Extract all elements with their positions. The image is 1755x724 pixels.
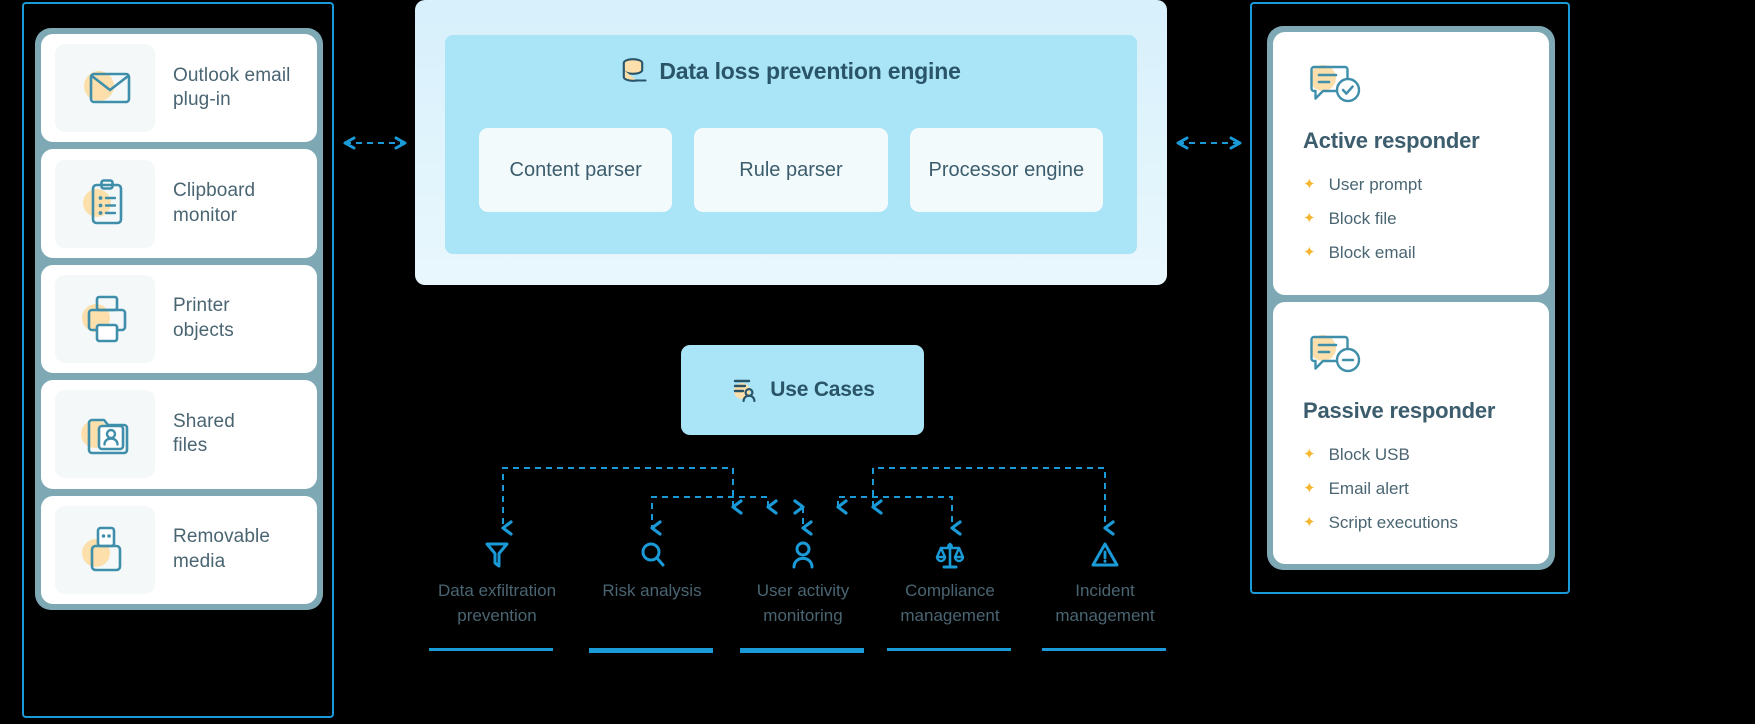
envelope-icon xyxy=(55,44,155,133)
bullet-label: Script executions xyxy=(1328,512,1459,532)
warning-triangle-icon xyxy=(1091,540,1119,570)
responders-list: Active responder ✦ User prompt ✦ Block fil… xyxy=(1267,26,1555,570)
use-case-data-exfiltration-prevention[interactable]: Data exfiltration prevention xyxy=(422,540,572,628)
data-sources-list: Outlook email plug-in Clipboard monitor xyxy=(35,28,323,610)
list-item[interactable]: Clipboard monitor xyxy=(41,149,317,258)
use-case-underline xyxy=(740,648,864,653)
use-case-label: Risk analysis xyxy=(602,581,702,600)
use-cases-label: Use Cases xyxy=(770,378,875,401)
magnifier-icon xyxy=(639,540,665,570)
use-case-connectors xyxy=(501,467,1115,536)
use-case-compliance-management[interactable]: Compliance management xyxy=(875,540,1025,628)
printer-icon xyxy=(55,275,155,364)
list-item-label: Removable media xyxy=(173,526,271,572)
use-case-label: Compliance management xyxy=(900,581,1000,625)
shared-folder-icon xyxy=(55,390,155,479)
list-item[interactable]: Printer objects xyxy=(41,264,317,374)
use-case-risk-analysis[interactable]: Risk analysis xyxy=(577,540,727,604)
use-case-user-activity-monitoring[interactable]: User activity monitoring xyxy=(728,540,878,628)
list-item-label: Shared files xyxy=(173,410,235,457)
star-bullet-icon: ✦ xyxy=(1303,445,1316,463)
use-case-incident-management[interactable]: Incident management xyxy=(1030,540,1180,628)
use-case-underline xyxy=(429,648,553,651)
use-case-label: Data exfiltration prevention xyxy=(437,581,557,625)
use-case-underline xyxy=(1042,648,1166,651)
parser-card-rule[interactable]: Rule parser xyxy=(694,128,888,212)
bullet-label: Email alert xyxy=(1328,478,1409,498)
list-item[interactable]: Shared files xyxy=(41,380,317,489)
scales-icon xyxy=(935,540,965,570)
star-bullet-icon: ✦ xyxy=(1303,479,1316,497)
page-title: Data loss prevention engine xyxy=(659,57,961,84)
parser-card-row: Content parser Rule parser Processor eng… xyxy=(479,128,1103,212)
list-item: ✦ User prompt xyxy=(1303,168,1519,202)
responder-title: Active responder xyxy=(1303,128,1480,153)
list-item: ✦ Email alert xyxy=(1303,472,1519,506)
bullet-label: Block file xyxy=(1328,209,1397,228)
user-icon xyxy=(790,540,816,570)
dlp-engine-panel: Data loss prevention engine Content pars… xyxy=(415,0,1167,285)
responder-title: Passive responder xyxy=(1303,397,1496,423)
star-bullet-icon: ✦ xyxy=(1303,210,1316,227)
list-item[interactable]: Removable media xyxy=(41,495,317,605)
parser-card-processor[interactable]: Processor engine xyxy=(909,128,1103,212)
responder-bullets: ✦ User prompt ✦ Block file ✦ Block email xyxy=(1303,168,1519,270)
list-item-label: Printer objects xyxy=(173,295,234,342)
list-item[interactable]: Outlook email plug-in xyxy=(41,34,317,143)
filter-icon xyxy=(484,540,510,570)
dlp-engine-inner: Data loss prevention engine Content pars… xyxy=(445,35,1137,254)
bullet-label: Block USB xyxy=(1328,444,1410,464)
use-case-label: Incident management xyxy=(1055,581,1155,625)
list-item: ✦ Block email xyxy=(1303,236,1519,270)
data-sources-panel xyxy=(22,2,334,718)
user-list-icon xyxy=(730,376,758,404)
responders-panel xyxy=(1250,2,1570,594)
parser-card-content[interactable]: Content parser xyxy=(479,128,673,212)
use-case-underline xyxy=(887,648,1011,651)
chat-check-icon xyxy=(1303,62,1519,110)
database-icon xyxy=(621,57,647,85)
bullet-label: Block email xyxy=(1328,243,1416,262)
responder-bullets: ✦ Block USB ✦ Email alert ✦ Script executio… xyxy=(1303,438,1519,540)
usb-drive-icon xyxy=(55,505,155,594)
chat-minus-icon xyxy=(1303,332,1519,380)
list-item-label: Clipboard monitor xyxy=(173,179,256,226)
star-bullet-icon: ✦ xyxy=(1303,244,1316,261)
use-case-underline xyxy=(589,648,713,653)
use-cases-box[interactable]: Use Cases xyxy=(681,345,924,435)
star-bullet-icon: ✦ xyxy=(1303,513,1316,531)
list-item: ✦ Block USB xyxy=(1303,438,1519,472)
passive-responder-card[interactable]: Passive responder ✦ Block USB ✦ Email aler… xyxy=(1273,301,1549,564)
dlp-engine-header: Data loss prevention engine xyxy=(445,57,1137,85)
clipboard-icon xyxy=(55,159,155,248)
star-bullet-icon: ✦ xyxy=(1303,176,1316,193)
list-item-label: Outlook email plug-in xyxy=(173,64,291,111)
list-item: ✦ Script executions xyxy=(1303,506,1519,540)
active-responder-card[interactable]: Active responder ✦ User prompt ✦ Block fil… xyxy=(1273,32,1549,295)
list-item: ✦ Block file xyxy=(1303,202,1519,236)
bullet-label: User prompt xyxy=(1328,175,1423,194)
use-case-label: User activity monitoring xyxy=(756,581,850,625)
